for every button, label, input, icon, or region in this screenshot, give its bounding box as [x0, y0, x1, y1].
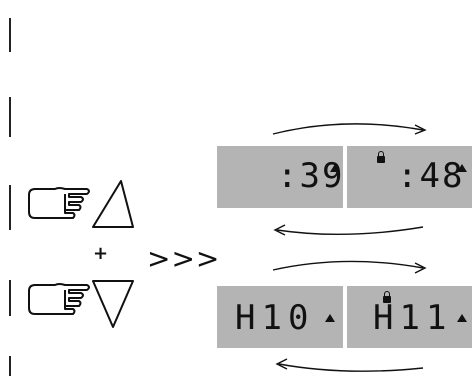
edge-mark-1: [9, 18, 11, 52]
lock-icon: [377, 151, 385, 163]
edge-mark-3: [9, 185, 11, 230]
lock-icon: [383, 291, 391, 303]
next-arrows: >>>: [147, 242, 221, 275]
lcd-display-bottom-right: H11: [347, 286, 472, 348]
lcd-value: H11: [373, 298, 453, 338]
cycle-arrows-bottom: [272, 260, 427, 372]
up-indicator-icon: [325, 314, 335, 322]
up-indicator-icon: [457, 164, 467, 172]
press-up-button-icon: [28, 180, 134, 228]
edge-mark-4: [9, 280, 11, 316]
press-down-button-icon: [28, 280, 134, 328]
edge-mark-5: [9, 356, 11, 376]
plus-sign: +: [93, 243, 109, 264]
edge-mark-2: [9, 97, 11, 137]
up-indicator-icon: [457, 314, 467, 322]
lcd-value: H10: [235, 298, 315, 338]
lcd-display-bottom-left: H10: [217, 286, 343, 348]
up-indicator-icon: [330, 164, 340, 172]
lcd-value: :48: [397, 156, 465, 196]
lcd-display-top-right: :48: [347, 146, 472, 208]
lcd-display-top-left: :39: [217, 146, 343, 208]
cycle-arrows-top: [272, 123, 427, 236]
lcd-value: :39: [277, 156, 345, 196]
